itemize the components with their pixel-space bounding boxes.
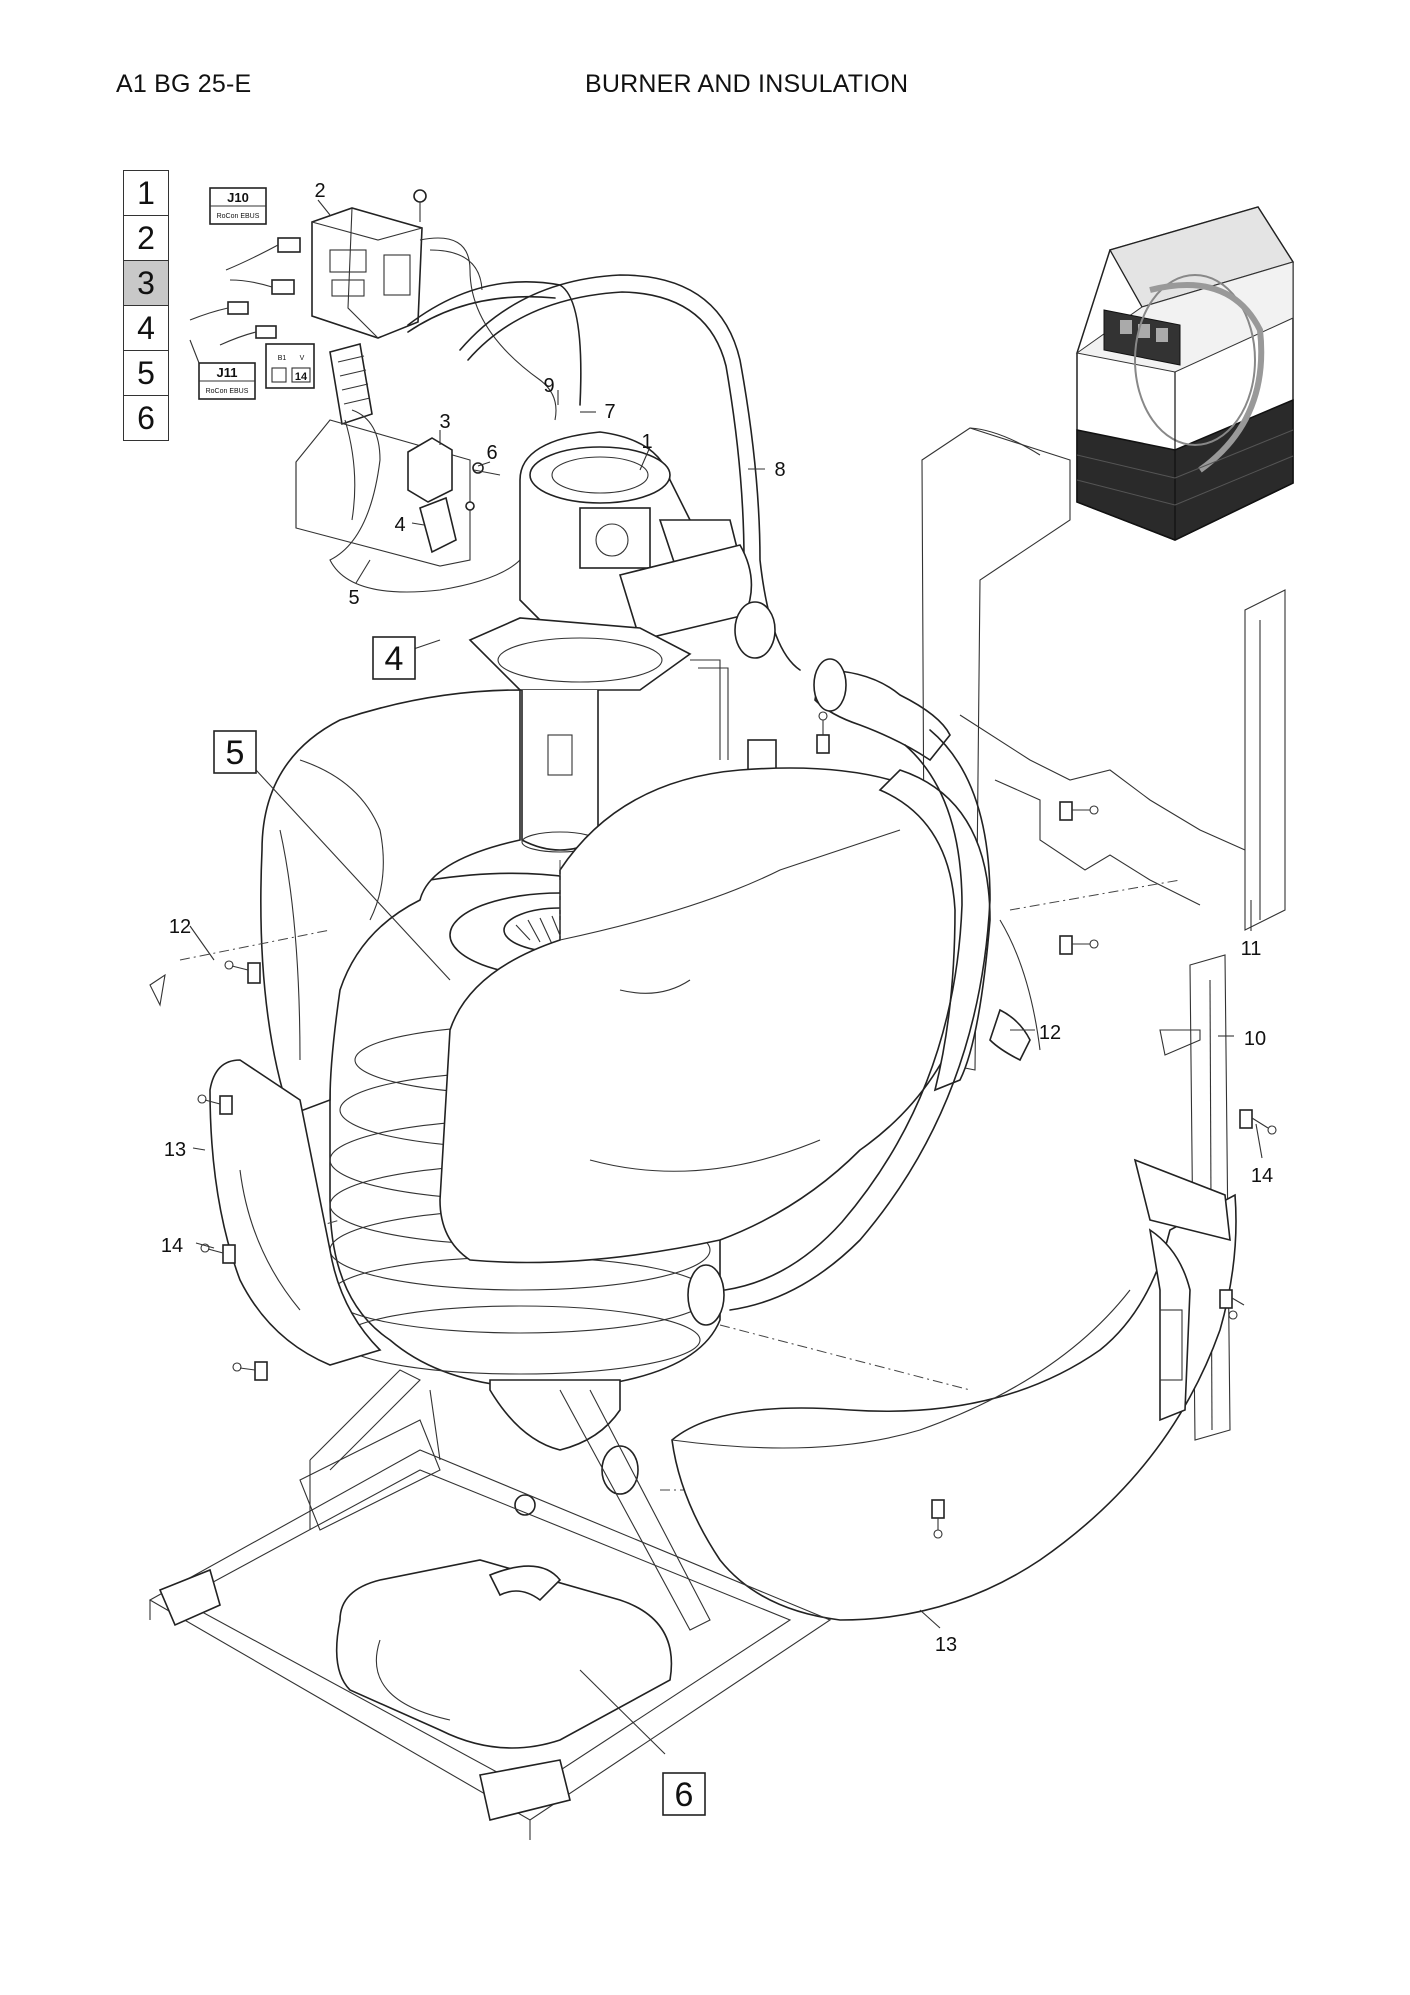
document-code: A1 BG 25-E <box>116 70 252 98</box>
section-link-1[interactable]: 1 <box>124 171 168 216</box>
callout-6: 6 <box>486 442 497 464</box>
callout-13-bottom: 13 <box>935 1634 957 1656</box>
pin-number-label: 14 <box>295 371 308 383</box>
pin-v-label: V <box>300 355 305 362</box>
callout-11: 11 <box>1241 938 1262 960</box>
section-link-2[interactable]: 2 <box>124 216 168 261</box>
callout-labels: 2 1 3 4 5 6 7 8 9 10 11 12 12 13 13 14 1… <box>161 180 1273 1656</box>
top-insulation-shell <box>260 689 1041 1264</box>
callout-10: 10 <box>1244 1028 1266 1050</box>
section-link-6[interactable]: 6 <box>124 396 168 440</box>
section-link-5[interactable]: 5 <box>124 351 168 396</box>
left-insulation-shell <box>209 1059 382 1366</box>
connector-j11-tag: J11 RoCon EBUS <box>189 339 256 400</box>
pin-b1-label: B1 <box>278 355 287 362</box>
callout-14-right: 14 <box>1251 1165 1273 1187</box>
callout-9: 9 <box>543 375 554 397</box>
section-box-5[interactable]: 5 <box>213 730 257 774</box>
section-box-4[interactable]: 4 <box>372 636 416 680</box>
bottom-insulation-shell <box>671 1158 1237 1621</box>
callout-4: 4 <box>394 514 405 536</box>
burner-blower-assembly <box>468 431 951 853</box>
callout-2: 2 <box>314 180 325 202</box>
callout-7: 7 <box>604 401 615 423</box>
leader-lines <box>189 199 1263 1755</box>
section-link-3[interactable]: 3 <box>124 261 168 306</box>
section-link-4[interactable]: 4 <box>124 306 168 351</box>
callout-12-left: 12 <box>169 916 191 938</box>
section-box-6[interactable]: 6 <box>662 1772 706 1816</box>
j11-sublabel: RoCon EBUS <box>206 388 249 395</box>
callout-8: 8 <box>774 459 785 481</box>
callout-3: 3 <box>439 411 450 433</box>
page-title: BURNER AND INSULATION <box>585 70 909 98</box>
section-navigator: 1 2 3 4 5 6 <box>123 170 169 441</box>
svg-text:6: 6 <box>675 1776 694 1814</box>
callout-12-right: 12 <box>1039 1022 1061 1044</box>
svg-text:4: 4 <box>385 640 404 678</box>
svg-text:5: 5 <box>226 734 245 772</box>
j11-label: J11 <box>217 365 238 380</box>
connector-j10-tag: J10 RoCon EBUS <box>209 187 267 225</box>
callout-5: 5 <box>348 587 359 609</box>
control-unit-assembly <box>189 189 582 593</box>
j10-label: J10 <box>227 190 249 205</box>
pin-terminal-tag: B1 V 14 <box>265 343 315 389</box>
boiler-thumbnail-image <box>1075 206 1295 541</box>
callout-13-left: 13 <box>164 1139 186 1161</box>
insulation-clips <box>149 711 1277 1539</box>
callout-1: 1 <box>641 431 652 453</box>
j10-sublabel: RoCon EBUS <box>217 213 260 220</box>
callout-14-left: 14 <box>161 1235 183 1257</box>
base-frame <box>148 1369 832 1840</box>
